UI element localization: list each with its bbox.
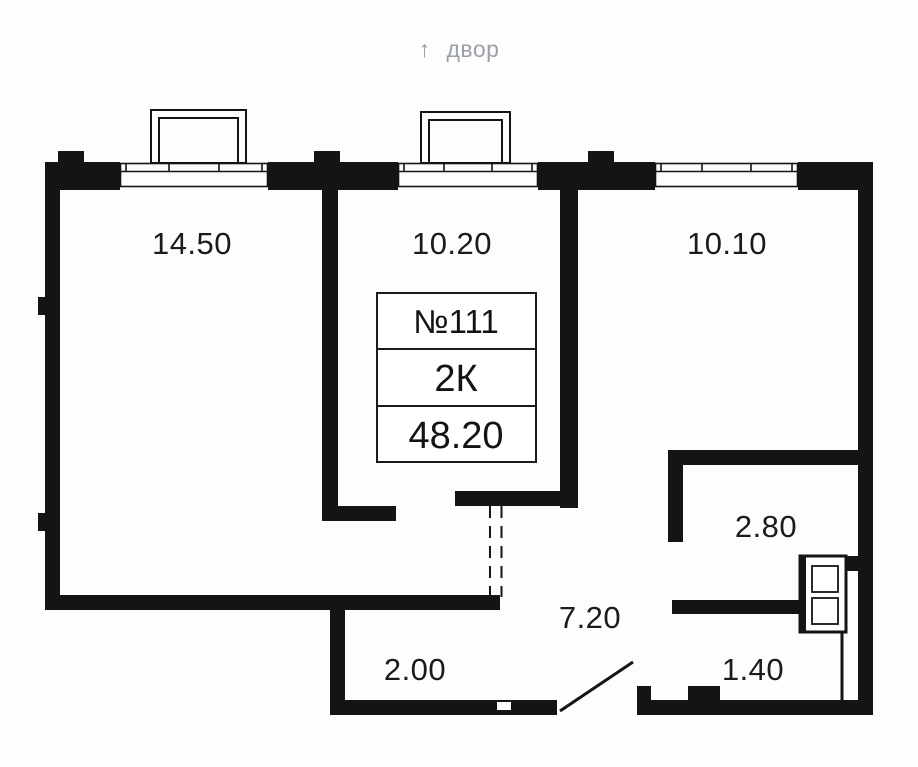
courtyard-label: двор bbox=[446, 36, 499, 62]
wall-shaft-connector bbox=[847, 556, 858, 571]
room-area-labels: 14.50 10.20 10.10 2.80 7.20 2.00 1.40 bbox=[152, 226, 797, 687]
room-area-label-7-20: 7.20 bbox=[559, 600, 621, 635]
window-frame bbox=[397, 162, 539, 188]
window-room3 bbox=[654, 162, 799, 188]
wall-room2-bottom-stub bbox=[338, 506, 396, 521]
wall-top-mid-1 bbox=[268, 162, 398, 190]
window-frame bbox=[654, 162, 799, 188]
wall-room1-bottom bbox=[45, 595, 500, 610]
wall-bathroom-left-stub bbox=[637, 686, 651, 715]
orientation-label: ↑ двор bbox=[419, 36, 500, 62]
wall-corridor280-left bbox=[668, 450, 683, 542]
windows bbox=[119, 162, 799, 188]
wall-bathroom-nub bbox=[688, 686, 720, 702]
courtyard-arrow-icon: ↑ bbox=[419, 36, 431, 62]
room-area-label-10-20: 10.20 bbox=[412, 226, 492, 261]
room-area-label-1-40: 1.40 bbox=[722, 652, 784, 687]
bay-window-left-inner bbox=[158, 117, 239, 164]
window-room2 bbox=[397, 162, 539, 188]
wall-room2-bottom bbox=[455, 491, 562, 506]
opening-dashed-lines bbox=[489, 506, 503, 597]
vent-shaft-inner-top bbox=[811, 565, 839, 593]
wall-bottom-right bbox=[637, 700, 873, 715]
entrance-door-leaf bbox=[559, 660, 634, 713]
vent-shaft bbox=[798, 554, 848, 700]
window-frame bbox=[119, 162, 269, 188]
vent-shaft-outer bbox=[798, 554, 848, 634]
unit-card-border bbox=[376, 292, 537, 463]
wall-right-outer bbox=[858, 162, 873, 715]
room-area-label-14-50: 14.50 bbox=[152, 226, 232, 261]
wall-bottom-left bbox=[330, 700, 557, 715]
wall-room1-room2 bbox=[322, 190, 338, 521]
vent-shaft-left-edge bbox=[800, 556, 806, 632]
window-room1 bbox=[119, 162, 269, 188]
room-area-label-2-00: 2.00 bbox=[384, 652, 446, 687]
threshold-notch bbox=[497, 702, 511, 710]
wall-room2-room3 bbox=[560, 190, 578, 508]
wall-left-nub-2 bbox=[38, 513, 45, 531]
wall-corridor280-bottom bbox=[672, 600, 802, 614]
unit-type: 2К bbox=[434, 358, 477, 400]
room-area-label-2-80: 2.80 bbox=[735, 509, 797, 544]
wall-left-nub-1 bbox=[38, 297, 45, 315]
unit-card: №111 2К 48.20 bbox=[376, 292, 537, 463]
bay-window-middle-inner bbox=[428, 119, 503, 164]
wall-corridor280-top bbox=[668, 450, 873, 465]
wall-left-outer bbox=[45, 162, 60, 610]
wall-entry-left bbox=[330, 610, 345, 715]
pilaster-2 bbox=[314, 151, 340, 163]
vent-shaft-inner-bottom bbox=[811, 597, 839, 625]
unit-total-area: 48.20 bbox=[408, 415, 503, 457]
wall-top-mid-2 bbox=[538, 162, 655, 190]
room-area-label-10-10: 10.10 bbox=[687, 226, 767, 261]
pilaster-1 bbox=[58, 151, 84, 163]
pilaster-3 bbox=[588, 151, 614, 163]
unit-number: №111 bbox=[413, 303, 499, 340]
